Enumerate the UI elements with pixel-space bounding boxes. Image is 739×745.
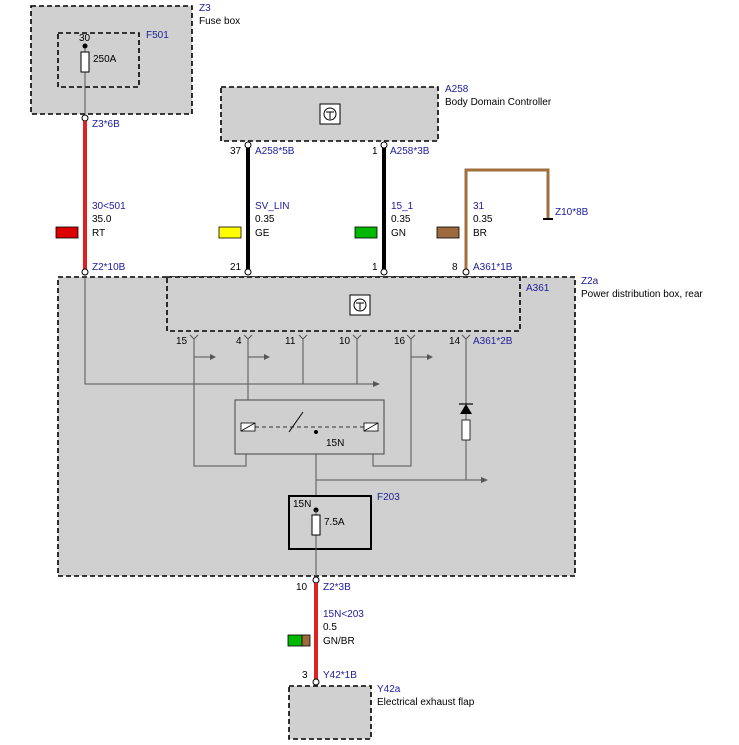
z3-name: Fuse box — [199, 16, 240, 27]
f501-id: F501 — [146, 30, 169, 41]
z2-10b-terminal — [81, 268, 89, 276]
fuse-icon — [311, 507, 321, 580]
relay-15n — [234, 399, 385, 455]
a258-name: Body Domain Controller — [445, 97, 552, 108]
a258-3b-pin: 1 — [372, 146, 378, 157]
z3-id: Z3 — [199, 3, 211, 14]
wire-15n-signal: 15N<203 — [323, 609, 364, 620]
pin-8-terminal — [462, 268, 470, 276]
wire-31-size: 0.35 — [473, 214, 493, 225]
a258-3b-label: A258*3B — [390, 146, 430, 157]
f203-pin: 15N — [293, 499, 311, 510]
pin-1-terminal — [380, 268, 388, 276]
arrow-icon — [210, 354, 488, 483]
pin-21: 21 — [230, 262, 242, 273]
a258-id: A258 — [445, 84, 469, 95]
fuse-f203-box — [288, 495, 372, 550]
internal-wiring — [84, 275, 481, 508]
y42-1b-label: Y42*1B — [323, 670, 357, 681]
z2-3b-label: Z2*3B — [323, 582, 351, 593]
wire-15n-color-code: GN/BR — [323, 636, 355, 647]
f501-rating: 250A — [93, 54, 117, 65]
y42a-id: Y42a — [377, 684, 401, 695]
wire-red-swatch — [55, 226, 79, 239]
diode-icon — [459, 403, 473, 441]
wire-15n-size: 0.5 — [323, 622, 337, 633]
f501-pin: 30 — [79, 33, 91, 44]
ecu-icon — [349, 294, 371, 316]
wire-sv-lin-color-code: GE — [255, 228, 270, 239]
wire-sv-lin-size: 0.35 — [255, 214, 275, 225]
a258-3b-terminal — [380, 141, 388, 149]
z2a-name: Power distribution box, rear — [581, 289, 703, 300]
pin-4: 4 — [236, 336, 242, 347]
pin-10: 10 — [339, 336, 351, 347]
pin-16: 16 — [394, 336, 406, 347]
wire-15-1-swatch — [354, 226, 378, 239]
wire-15-1-color-code: GN — [391, 228, 406, 239]
wire-brown-31 — [464, 168, 550, 270]
pin-21-terminal — [244, 268, 252, 276]
module-a361 — [166, 276, 521, 332]
ecu-icon — [319, 103, 341, 125]
z2-3b-pin: 10 — [296, 582, 308, 593]
a258-5b-label: A258*5B — [255, 146, 295, 157]
wire-15n-swatch — [287, 634, 311, 647]
z3-6b-terminal — [81, 114, 89, 122]
wire-31-signal: 31 — [473, 201, 485, 212]
f203-id: F203 — [377, 492, 400, 503]
wire-red-color-code: RT — [92, 228, 105, 239]
a361-2b-label: A361*2B — [473, 336, 513, 347]
wire-sv-lin-signal: SV_LIN — [255, 201, 289, 212]
wire-15-1-signal: 15_1 — [391, 201, 414, 212]
a258-5b-terminal — [244, 141, 252, 149]
f203-rating: 7.5A — [324, 517, 345, 528]
exhaust-flap-y42a — [288, 685, 372, 740]
y42a-name: Electrical exhaust flap — [377, 697, 475, 708]
pin-15: 15 — [176, 336, 188, 347]
pin-1: 1 — [372, 262, 378, 273]
wire-red-size: 35.0 — [92, 214, 112, 225]
fuse-f501-box — [57, 32, 140, 88]
wire-31-swatch — [436, 226, 460, 239]
wire-15-1-size: 0.35 — [391, 214, 411, 225]
pin-11: 11 — [285, 336, 296, 347]
z3-6b-label: Z3*6B — [92, 119, 120, 130]
a361-1b-label: A361*1B — [473, 262, 513, 273]
pin-14: 14 — [449, 336, 461, 347]
y42-1b-pin: 3 — [302, 670, 308, 681]
wire-31-color-code: BR — [473, 228, 487, 239]
a258-5b-pin: 37 — [230, 146, 242, 157]
relay-label: 15N — [326, 438, 344, 449]
fuse-icon — [80, 43, 90, 117]
z2a-id: Z2a — [581, 276, 599, 287]
wire-red-signal: 30<501 — [92, 201, 126, 212]
y42-1b-terminal — [312, 678, 320, 686]
z2-3b-terminal — [312, 576, 320, 584]
relay-switch-icon — [240, 411, 379, 434]
wire-sv-lin-swatch — [218, 226, 242, 239]
a361-id: A361 — [526, 283, 550, 294]
z2-10b-label: Z2*10B — [92, 262, 126, 273]
pin-8: 8 — [452, 262, 458, 273]
z10-8b-label: Z10*8B — [555, 207, 589, 218]
